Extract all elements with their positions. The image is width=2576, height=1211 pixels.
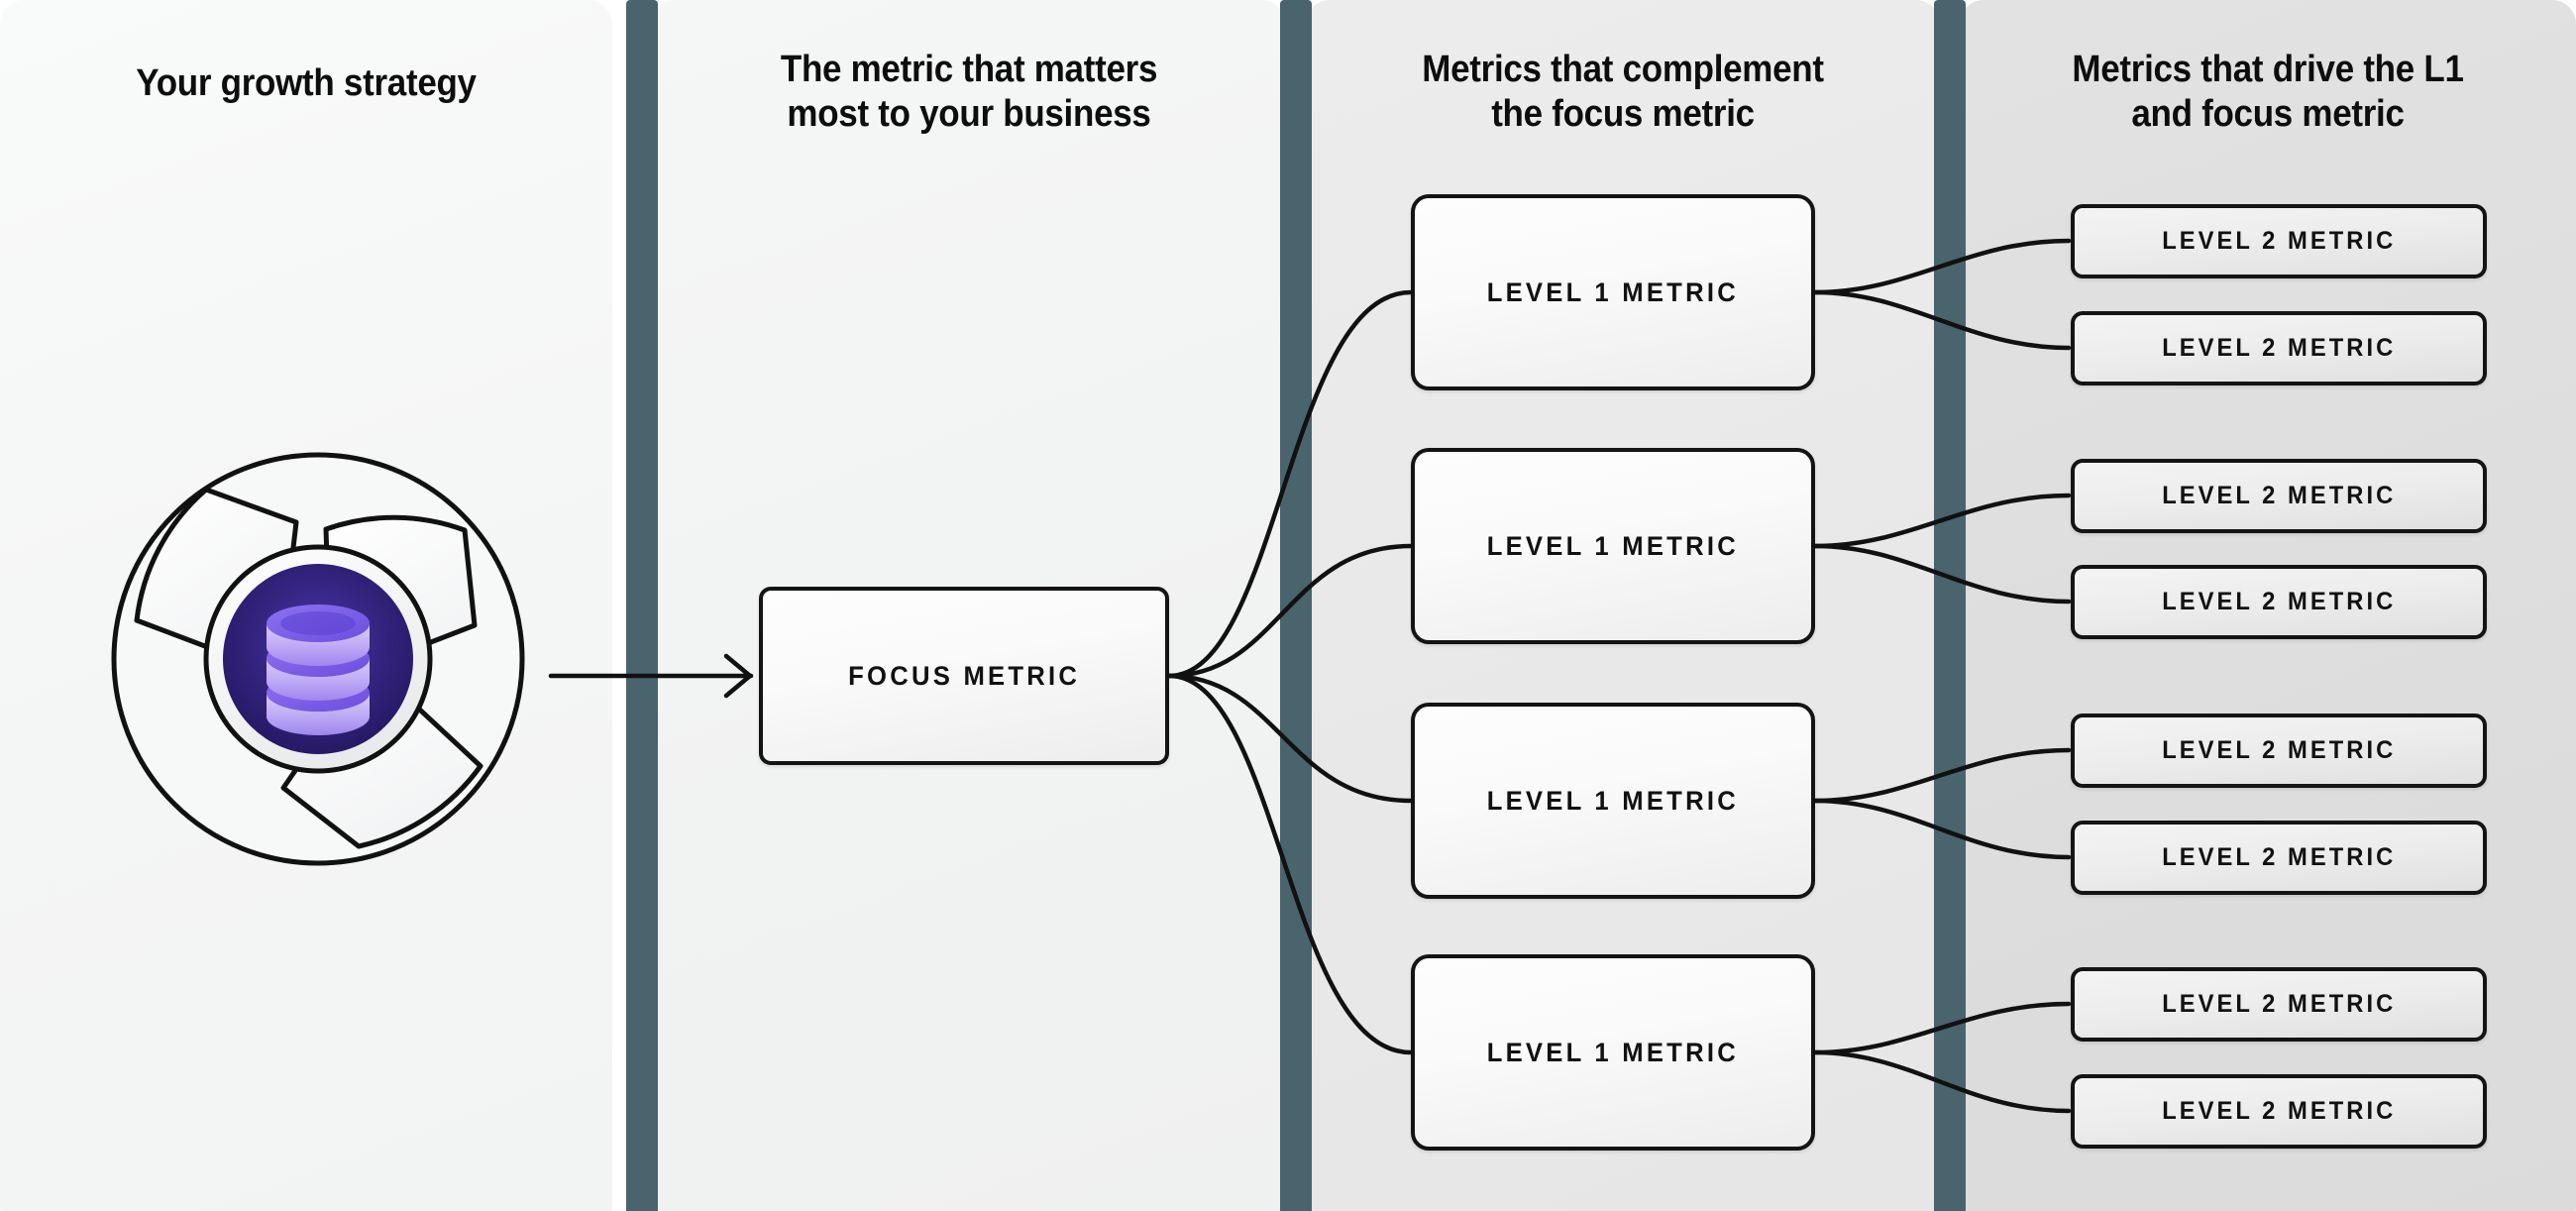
node-level1-metric-2[interactable]: LEVEL 1 METRIC [1411, 448, 1815, 644]
aperture-logo-svg [111, 452, 525, 866]
node-level1-label: LEVEL 1 METRIC [1486, 785, 1740, 816]
database-icon [267, 605, 370, 735]
node-level1-label: LEVEL 1 METRIC [1486, 276, 1740, 307]
column-divider-1 [626, 0, 658, 1211]
node-level2-label: LEVEL 2 METRIC [2161, 1097, 2397, 1125]
node-level1-metric-1[interactable]: LEVEL 1 METRIC [1411, 194, 1815, 390]
node-level2-label: LEVEL 2 METRIC [2161, 227, 2397, 255]
column-header-focus: The metric that matters most to your bus… [780, 49, 1158, 135]
node-level2-label: LEVEL 2 METRIC [2161, 736, 2397, 764]
node-level2-metric-4[interactable]: LEVEL 2 METRIC [2071, 565, 2487, 639]
node-level1-metric-4[interactable]: LEVEL 1 METRIC [1411, 954, 1815, 1151]
node-focus-metric-label: FOCUS METRIC [848, 660, 1080, 691]
node-level2-metric-7[interactable]: LEVEL 2 METRIC [2071, 967, 2487, 1042]
column-divider-2 [1280, 0, 1312, 1211]
column-header-level2: Metrics that drive the L1 and focus metr… [2072, 49, 2464, 135]
node-level2-metric-1[interactable]: LEVEL 2 METRIC [2071, 204, 2487, 278]
node-level2-metric-3[interactable]: LEVEL 2 METRIC [2071, 459, 2487, 533]
node-level1-label: LEVEL 1 METRIC [1486, 1037, 1740, 1067]
node-level2-label: LEVEL 2 METRIC [2161, 843, 2397, 871]
node-level1-label: LEVEL 1 METRIC [1486, 530, 1740, 561]
node-level2-label: LEVEL 2 METRIC [2161, 588, 2397, 615]
node-level2-metric-6[interactable]: LEVEL 2 METRIC [2071, 821, 2487, 895]
node-level2-metric-2[interactable]: LEVEL 2 METRIC [2071, 311, 2487, 385]
node-level2-label: LEVEL 2 METRIC [2161, 990, 2397, 1018]
node-level1-metric-3[interactable]: LEVEL 1 METRIC [1411, 703, 1815, 899]
node-level2-metric-5[interactable]: LEVEL 2 METRIC [2071, 714, 2487, 788]
node-level2-label: LEVEL 2 METRIC [2161, 482, 2397, 509]
node-focus-metric[interactable]: FOCUS METRIC [759, 587, 1169, 765]
aperture-database-logo [85, 426, 551, 892]
column-divider-3 [1934, 0, 1966, 1211]
node-level2-metric-8[interactable]: LEVEL 2 METRIC [2071, 1074, 2487, 1149]
column-header-strategy: Your growth strategy [136, 62, 477, 104]
node-level2-label: LEVEL 2 METRIC [2161, 334, 2397, 362]
column-header-level1: Metrics that complement the focus metric [1422, 49, 1824, 135]
